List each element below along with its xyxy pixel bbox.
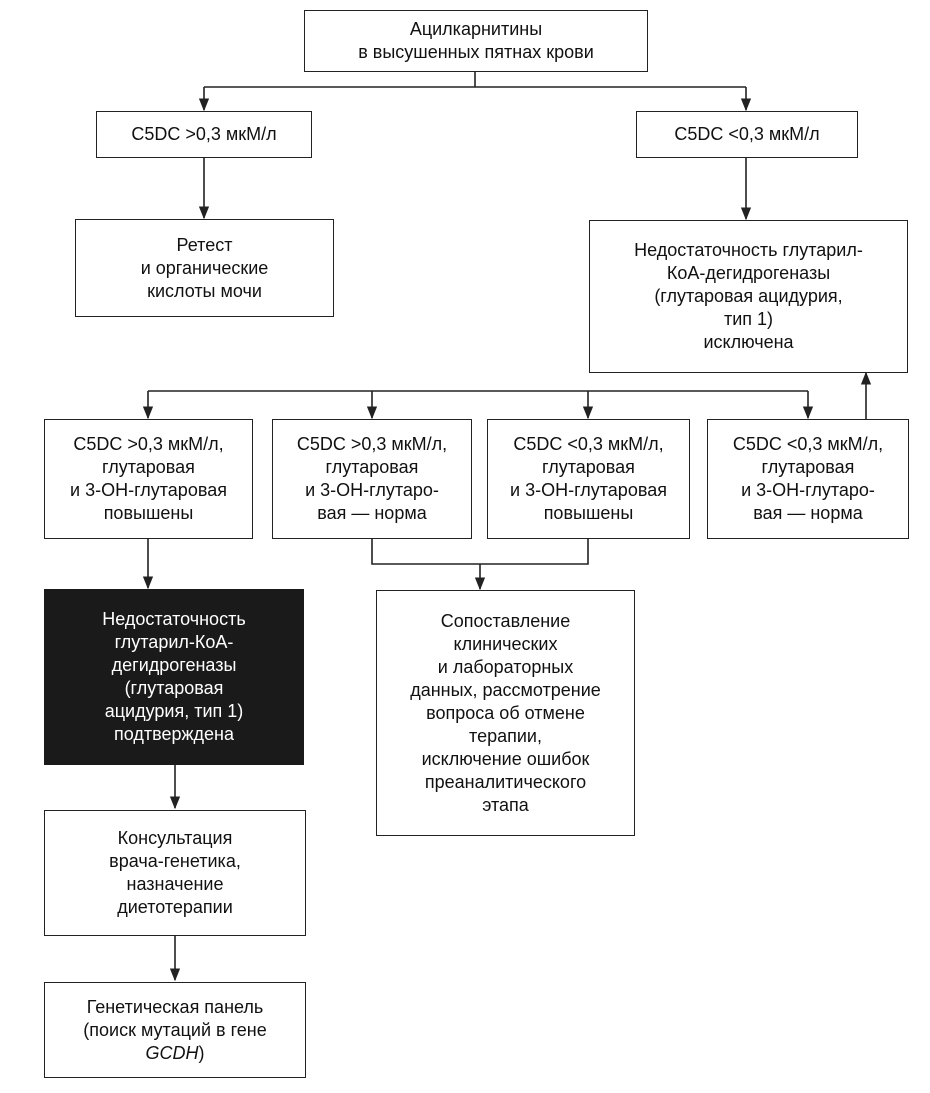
node-text-line: (глутаровая ацидурия, (654, 286, 843, 306)
node-text-line: (глутаровая (124, 678, 224, 698)
node-text-line: преаналитического (424, 771, 587, 792)
node-acylcarnitines: Ацилкарнитины в высушенных пятнах крови (304, 10, 648, 72)
node-text-line: диетотерапии (117, 897, 233, 917)
node-text-line: вая — норма (753, 503, 863, 523)
node-compare-clinical-data: Сопоставление клинических и лабораторных… (376, 590, 635, 836)
node-text-line: кислоты мочи (147, 280, 262, 301)
node-text-line: терапии, (469, 725, 542, 746)
node-text-line: Консультация (117, 828, 233, 848)
node-text-line: Генетическая панель (86, 996, 264, 1017)
node-c5dc-low: C5DC <0,3 мкМ/л (636, 111, 858, 158)
node-ga1-confirmed: Недостаточность глутарил-КоА- дегидроген… (44, 589, 304, 765)
node-text-line: C5DC >0,3 мкМ/л, (73, 434, 224, 454)
node-text-line: глутаровая (102, 457, 195, 477)
node-case-low-elevated: C5DC <0,3 мкМ/л, глутаровая и 3-ОН-глута… (487, 419, 690, 539)
node-text-line: вая — норма (317, 503, 427, 523)
node-text-line: и органические (140, 257, 269, 278)
node-text-line: подтверждена (114, 724, 234, 744)
node-text-line: клинических (453, 633, 558, 654)
node-text-line: дегидрогеназы (111, 655, 237, 675)
node-text-line: Недостаточность глутарил- (634, 240, 863, 260)
node-text-line: этапа (482, 794, 529, 815)
node-text-line: и 3-ОН-глутаро- (305, 480, 439, 500)
node-text-line: Ретест (176, 234, 233, 255)
node-text-line: и лабораторных (437, 656, 574, 677)
node-text-line: C5DC <0,3 мкМ/л, (513, 434, 664, 454)
node-text-line: глутарил-КоА- (114, 632, 234, 652)
node-text-line: тип 1) (723, 309, 774, 329)
node-text-line: исключена (703, 332, 794, 352)
gene-name: GCDH (145, 1042, 199, 1063)
node-text-line: врача-генетика, (109, 851, 241, 871)
node-text-line: C5DC <0,3 мкМ/л (674, 124, 820, 144)
node-text-line: назначение (126, 874, 224, 894)
node-text-line: и 3-ОН-глутаро- (741, 480, 875, 500)
node-ga1-excluded: Недостаточность глутарил- КоА-дегидроген… (589, 220, 908, 373)
node-text-line: данных, рассмотрение (410, 679, 601, 700)
node-text-line: исключение ошибок (421, 748, 590, 769)
node-text-line: повышены (103, 503, 194, 523)
node-case-high-elevated: C5DC >0,3 мкМ/л, глутаровая и 3-ОН-глута… (44, 419, 253, 539)
node-genetic-consult: Консультация врача-генетика, назначение … (44, 810, 306, 936)
node-text-line: Недостаточность (102, 609, 246, 629)
node-text-line: C5DC >0,3 мкМ/л (131, 124, 277, 144)
connector-root-split (204, 72, 746, 88)
gene-close-paren: ) (198, 1042, 205, 1063)
node-text-line: глутаровая (761, 457, 855, 477)
node-text-line: в высушенных пятнах крови (358, 42, 594, 62)
node-text-line: и 3-ОН-глутаровая (70, 480, 227, 500)
node-text-line: (поиск мутаций в гене (83, 1019, 267, 1040)
node-text-line: Ацилкарнитины (409, 19, 543, 39)
node-text-line: КоА-дегидрогеназы (666, 263, 831, 283)
node-text-line: ацидурия, тип 1) (104, 701, 244, 721)
node-text-line: C5DC >0,3 мкМ/л, (296, 434, 448, 454)
node-genetic-panel: Генетическая панель (поиск мутаций в ген… (44, 982, 306, 1078)
node-text-line: Сопоставление (440, 610, 571, 631)
node-case-high-normal: C5DC >0,3 мкМ/л, глутаровая и 3-ОН-глута… (272, 419, 472, 539)
connector-merge (371, 539, 589, 565)
node-text-line: вопроса об отмене (426, 702, 585, 723)
node-text-line: глутаровая (542, 457, 635, 477)
node-case-low-normal: C5DC <0,3 мкМ/л, глутаровая и 3-ОН-глута… (707, 419, 909, 539)
node-text-line: повышены (543, 503, 634, 523)
node-c5dc-high: C5DC >0,3 мкМ/л (96, 111, 312, 158)
node-retest: Ретест и органические кислоты мочи (75, 219, 334, 317)
node-text-line: C5DC <0,3 мкМ/л, (732, 434, 884, 454)
node-text-line: глутаровая (325, 457, 419, 477)
node-text-line: и 3-ОН-глутаровая (510, 480, 667, 500)
gene-name-line: GCDH) (83, 1042, 266, 1065)
